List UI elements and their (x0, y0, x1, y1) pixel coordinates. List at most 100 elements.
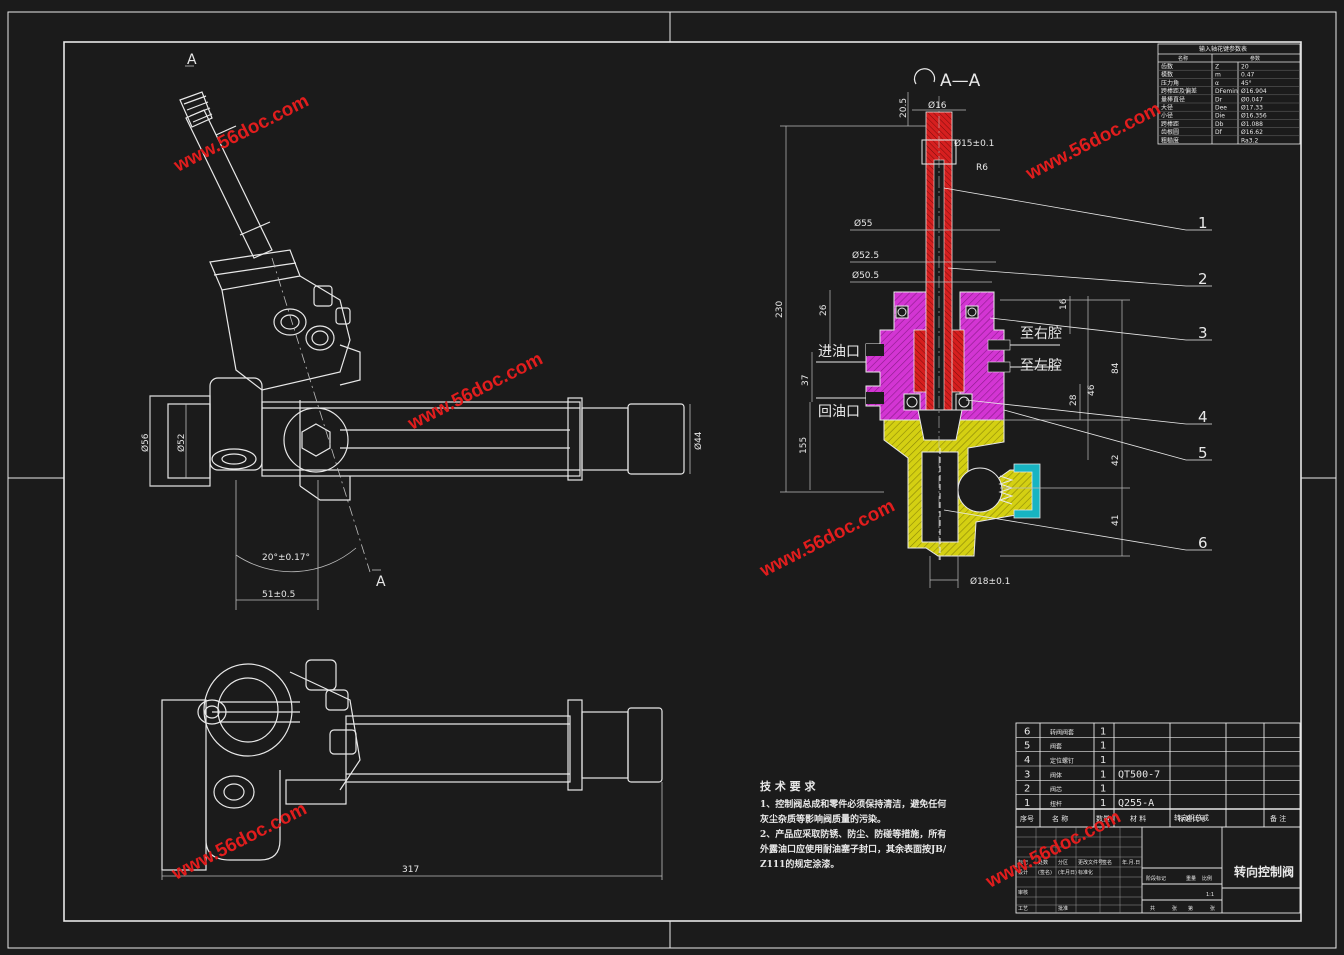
scale-label: 比例 (1202, 875, 1212, 882)
param-name: 量棒直径 (1161, 95, 1185, 103)
bom-header-std: 标准代号 (1178, 814, 1206, 823)
dim-42: 42 (1111, 455, 1121, 466)
top-view (161, 659, 663, 871)
dim-37: 37 (801, 375, 811, 386)
callout-leaders (943, 187, 1212, 551)
param-name: 跨棒距 (1161, 120, 1179, 128)
sheet-total-unit: 张 (1172, 905, 1177, 912)
param-symbol: α (1215, 80, 1219, 87)
bom-row-qty: 1 (1100, 798, 1106, 809)
tech-req-line-2: 灰尘杂质等影响阀质量的污染。 (760, 813, 886, 825)
bom-row-material: Q255-A (1118, 798, 1154, 809)
drawing-border (7, 11, 1337, 949)
tb-cell: 处数 (1038, 859, 1048, 866)
param-value: Ø16.356 (1241, 113, 1267, 120)
param-name: 压力角 (1161, 79, 1179, 87)
param-name: 模数 (1161, 71, 1173, 79)
dim-28: 28 (1069, 394, 1079, 406)
param-value: Ø1.088 (1241, 121, 1263, 128)
watermark-2: www.56doc.com (404, 348, 546, 434)
dim-d44: Ø44 (693, 431, 704, 450)
label-right-chamber: 至右腔 (1020, 326, 1062, 342)
dim-d18: Ø18±0.1 (970, 576, 1010, 587)
param-value: 0.47 (1241, 72, 1255, 79)
tb-cell: 更改文件号 (1078, 859, 1103, 866)
param-name: 粗糙度 (1161, 136, 1179, 144)
param-symbol: Die (1215, 113, 1225, 120)
section-title: A—A (940, 71, 981, 91)
bom-std-note: 转向机总成 (1174, 813, 1209, 822)
bom-header-note: 备 注 (1270, 814, 1286, 823)
dim-d16: Ø16 (928, 100, 947, 111)
top-view-dimensions (161, 782, 663, 880)
weight-label: 重量 (1186, 875, 1196, 882)
callout-3: 3 (1198, 324, 1208, 342)
param-table-title: 输入轴花键参数表 (1199, 45, 1247, 53)
watermark-4: www.56doc.com (756, 495, 898, 581)
bom-header-no: 序号 (1020, 814, 1034, 823)
param-value: Ø0.047 (1241, 96, 1263, 103)
callout-2: 2 (1198, 270, 1208, 288)
dim-d50-5: Ø50.5 (852, 270, 879, 281)
port-labels: 进油口 回油口 至右腔 至左腔 (818, 326, 1062, 420)
param-symbol: Df (1215, 129, 1223, 136)
valve-housing (209, 249, 361, 391)
scale-value: 1:1 (1206, 892, 1214, 898)
bom-row-no: 3 (1024, 769, 1030, 780)
dim-16: 16 (1059, 298, 1069, 310)
dim-d52: Ø52 (176, 433, 187, 452)
tech-req-line-4: 外露油口应使用耐油塞子封口，其余表面按JB/ (759, 843, 947, 855)
param-symbol: Z (1215, 64, 1219, 71)
drawing-title: 转向控制阀 (1234, 864, 1294, 879)
spring (998, 475, 1014, 505)
bom-row-name: 转阀阀套 (1050, 728, 1074, 736)
param-symbol: DFemin (1215, 88, 1238, 95)
callout-4: 4 (1198, 408, 1208, 426)
label-left-chamber: 至左腔 (1020, 358, 1062, 374)
dim-20-5: 20.5 (899, 98, 909, 118)
bom-row-no: 1 (1024, 798, 1030, 809)
watermark-3: www.56doc.com (1022, 98, 1164, 184)
tb-cell: (签名) (1038, 869, 1052, 876)
rack-section (957, 467, 1003, 513)
sheet-no-unit: 张 (1210, 905, 1215, 912)
dim-d52-5: Ø52.5 (852, 250, 879, 261)
dim-51: 51±0.5 (262, 590, 295, 600)
param-value: 20 (1241, 64, 1249, 71)
param-value: Ø16.904 (1241, 88, 1267, 95)
watermark-1: www.56doc.com (170, 90, 312, 176)
dim-317: 317 (402, 865, 419, 875)
section-view: A—A (865, 68, 1041, 560)
callout-5: 5 (1198, 444, 1208, 462)
dim-angle: 20°±0.17° (262, 553, 310, 563)
bom-header-material: 材 料 (1130, 814, 1146, 823)
sheet-no: 第 (1188, 905, 1193, 912)
bom-row-no: 2 (1024, 784, 1030, 795)
tb-cell: 标准化 (1078, 869, 1093, 876)
dim-r6: R6 (976, 163, 988, 173)
bom-row-qty: 1 (1100, 726, 1106, 737)
adjuster-plug (1013, 463, 1041, 519)
tb-cell: 工艺 (1018, 906, 1028, 912)
front-view-dimensions (149, 65, 691, 610)
tb-cell: 分区 (1058, 859, 1068, 866)
dim-155: 155 (799, 437, 809, 454)
section-dim-text: Ø16 20.5 Ø15±0.1 R6 Ø55 Ø52.5 Ø50.5 230 … (775, 98, 1121, 587)
dim-46: 46 (1087, 384, 1097, 396)
param-symbol: Db (1215, 121, 1224, 128)
tech-req-heading: 技 术 要 求 (760, 779, 816, 793)
param-symbol: Dee (1215, 105, 1227, 112)
rack-tube (149, 377, 685, 501)
tech-requirements: 技 术 要 求 1、控制阀总成和零件必须保持清洁，避免任何 灰尘杂质等影响阀质量… (759, 779, 947, 870)
param-name: 小径 (1161, 112, 1173, 120)
front-view-dim-text: Ø56 Ø52 Ø44 20°±0.17° 51±0.5 A A (140, 52, 704, 600)
bom-row-name: 定位螺钉 (1050, 757, 1074, 765)
tb-cell: 标记 (1018, 859, 1028, 866)
front-view (149, 91, 685, 501)
tb-cell: (年月日) (1058, 869, 1077, 876)
title-block: 标记处数分区更改文件号签名年.月.日设计(签名)(年月日)标准化审核工艺批准 转… (1015, 826, 1301, 914)
tb-cell: 年.月.日 (1122, 859, 1140, 866)
